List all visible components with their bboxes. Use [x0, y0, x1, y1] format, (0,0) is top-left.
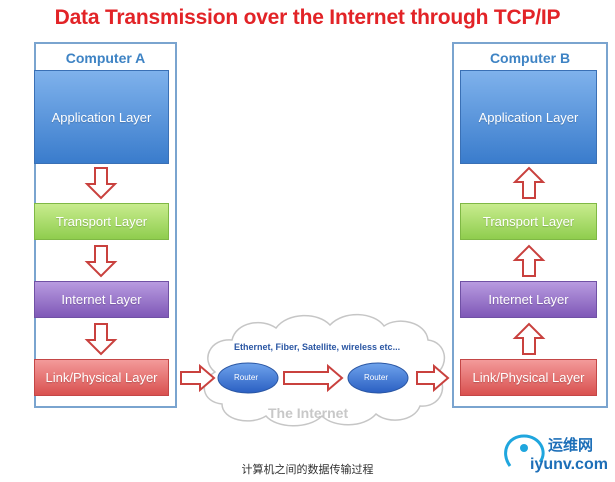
right-arrow-icon: [180, 363, 216, 393]
router-2-label: Router: [364, 373, 389, 382]
computer-b-title: Computer B: [489, 50, 571, 66]
computer-a-transport-layer: Transport Layer: [34, 203, 169, 240]
computer-a-internet-layer: Internet Layer: [34, 281, 169, 318]
computer-b-application-layer: Application Layer: [460, 70, 597, 164]
computer-b-link-layer: Link/Physical Layer: [460, 359, 597, 396]
right-arrow-icon: [283, 363, 344, 393]
computer-a-application-layer: Application Layer: [34, 70, 169, 164]
computer-a-title: Computer A: [65, 50, 146, 66]
computer-b-internet-layer: Internet Layer: [460, 281, 597, 318]
computer-a-link-layer: Link/Physical Layer: [34, 359, 169, 396]
watermark-brand: 运维网: [548, 437, 594, 454]
watermark-url: iyunv.com: [530, 456, 608, 473]
right-arrow-icon: [416, 363, 450, 393]
media-label: Ethernet, Fiber, Satellite, wireless etc…: [234, 342, 401, 352]
diagram-title: Data Transmission over the Internet thro…: [54, 6, 561, 29]
router-1-label: Router: [234, 373, 259, 382]
computer-b-transport-layer: Transport Layer: [460, 203, 597, 240]
internet-label: The Internet: [268, 405, 349, 421]
figure-caption: 计算机之间的数据传输过程: [241, 464, 374, 476]
